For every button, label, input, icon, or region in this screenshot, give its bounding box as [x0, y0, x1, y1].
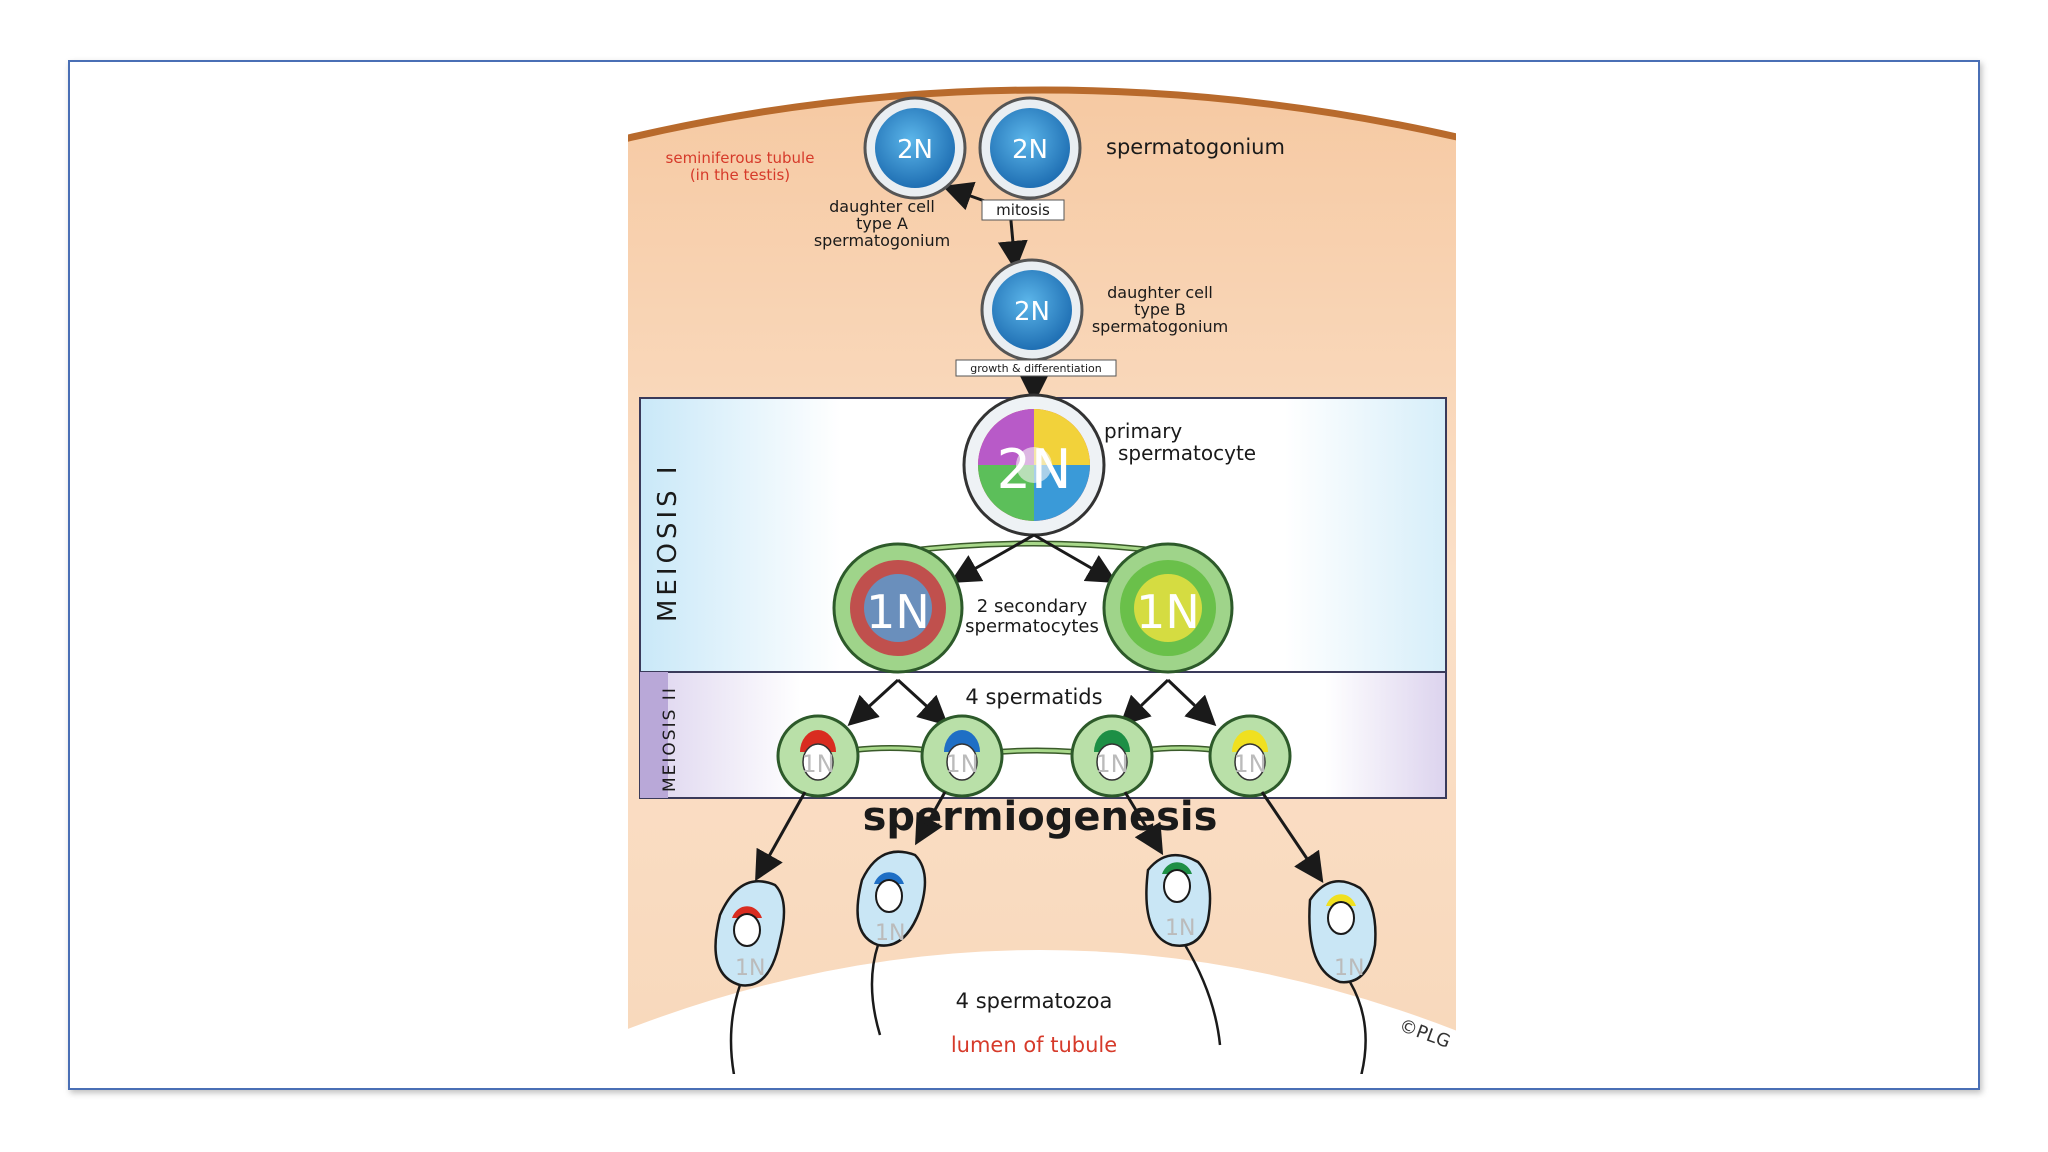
secondary-right-ploidy: 1N — [1136, 585, 1200, 639]
spermatid-blue: 1N — [920, 714, 1004, 798]
secondary-left-ploidy: 1N — [866, 585, 930, 639]
daughter-a-label-1: daughter cell — [829, 197, 935, 216]
growth-label: growth & differentiation — [970, 362, 1101, 375]
lumen — [628, 950, 1456, 1074]
spermatid-blue-ploidy: 1N — [945, 750, 978, 778]
type-b-spermatogonium-cell: 2N — [980, 258, 1084, 362]
spermatid-red-ploidy: 1N — [801, 750, 834, 778]
secondary-spermatocyte-right: 1N — [1102, 542, 1234, 674]
spermatozoon-red-ploidy: 1N — [735, 956, 765, 981]
spermatid-yellow: 1N — [1208, 714, 1292, 798]
tubule-sublabel: (in the testis) — [690, 166, 790, 184]
spermatozoon-green: 1N — [1145, 853, 1222, 1046]
primary-label-2: spermatocyte — [1118, 441, 1256, 465]
spermatid-red: 1N — [776, 714, 860, 798]
spermatozoon-blue: 1N — [856, 850, 927, 1036]
spermiogenesis-label: spermiogenesis — [863, 794, 1218, 840]
type-a-spermatogonium-cell: 2N — [863, 96, 967, 200]
meiosis-2-label: MEIOSIS II — [660, 686, 680, 792]
type-a-ploidy: 2N — [897, 135, 933, 165]
type-b-ploidy: 2N — [1014, 297, 1050, 327]
mitosis-label: mitosis — [996, 201, 1050, 219]
spermatid-green-ploidy: 1N — [1095, 750, 1128, 778]
daughter-b-label-2: type B — [1134, 300, 1186, 319]
primary-spermatocyte-cell: 2N — [962, 393, 1106, 537]
spermatozoon-yellow: 1N — [1308, 880, 1377, 1074]
secondary-label-1: 2 secondary — [977, 596, 1088, 617]
spermatozoon-red: 1N — [714, 880, 786, 1074]
spermatids-label: 4 spermatids — [965, 685, 1102, 709]
daughter-a-label-2: type A — [856, 214, 908, 233]
daughter-a-label-3: spermatogonium — [814, 231, 950, 250]
daughter-b-label-1: daughter cell — [1107, 283, 1213, 302]
parent-ploidy: 2N — [1012, 135, 1048, 165]
spermatid-green: 1N — [1070, 714, 1154, 798]
meiosis-1-label: MEIOSIS I — [653, 462, 683, 622]
tubule-label: seminiferous tubule — [666, 149, 815, 167]
meiosis-2-box — [639, 671, 1447, 799]
spermatogonium-label: spermatogonium — [1106, 135, 1285, 159]
daughter-b-label-3: spermatogonium — [1092, 317, 1228, 336]
secondary-spermatocyte-left: 1N — [832, 542, 964, 674]
parent-spermatogonium-cell: 2N — [978, 96, 1082, 200]
spermatozoon-green-ploidy: 1N — [1165, 916, 1195, 941]
primary-label-1: primary — [1104, 419, 1182, 443]
spermatozoon-yellow-ploidy: 1N — [1334, 956, 1364, 981]
spermatozoon-blue-ploidy: 1N — [875, 921, 905, 946]
secondary-label-2: spermatocytes — [965, 616, 1099, 637]
spermatid-yellow-ploidy: 1N — [1233, 750, 1266, 778]
tubule-wall — [628, 82, 1456, 139]
lumen-label: lumen of tubule — [951, 1033, 1117, 1057]
spermatozoa-label: 4 spermatozoa — [956, 989, 1113, 1013]
primary-ploidy: 2N — [997, 438, 1072, 501]
